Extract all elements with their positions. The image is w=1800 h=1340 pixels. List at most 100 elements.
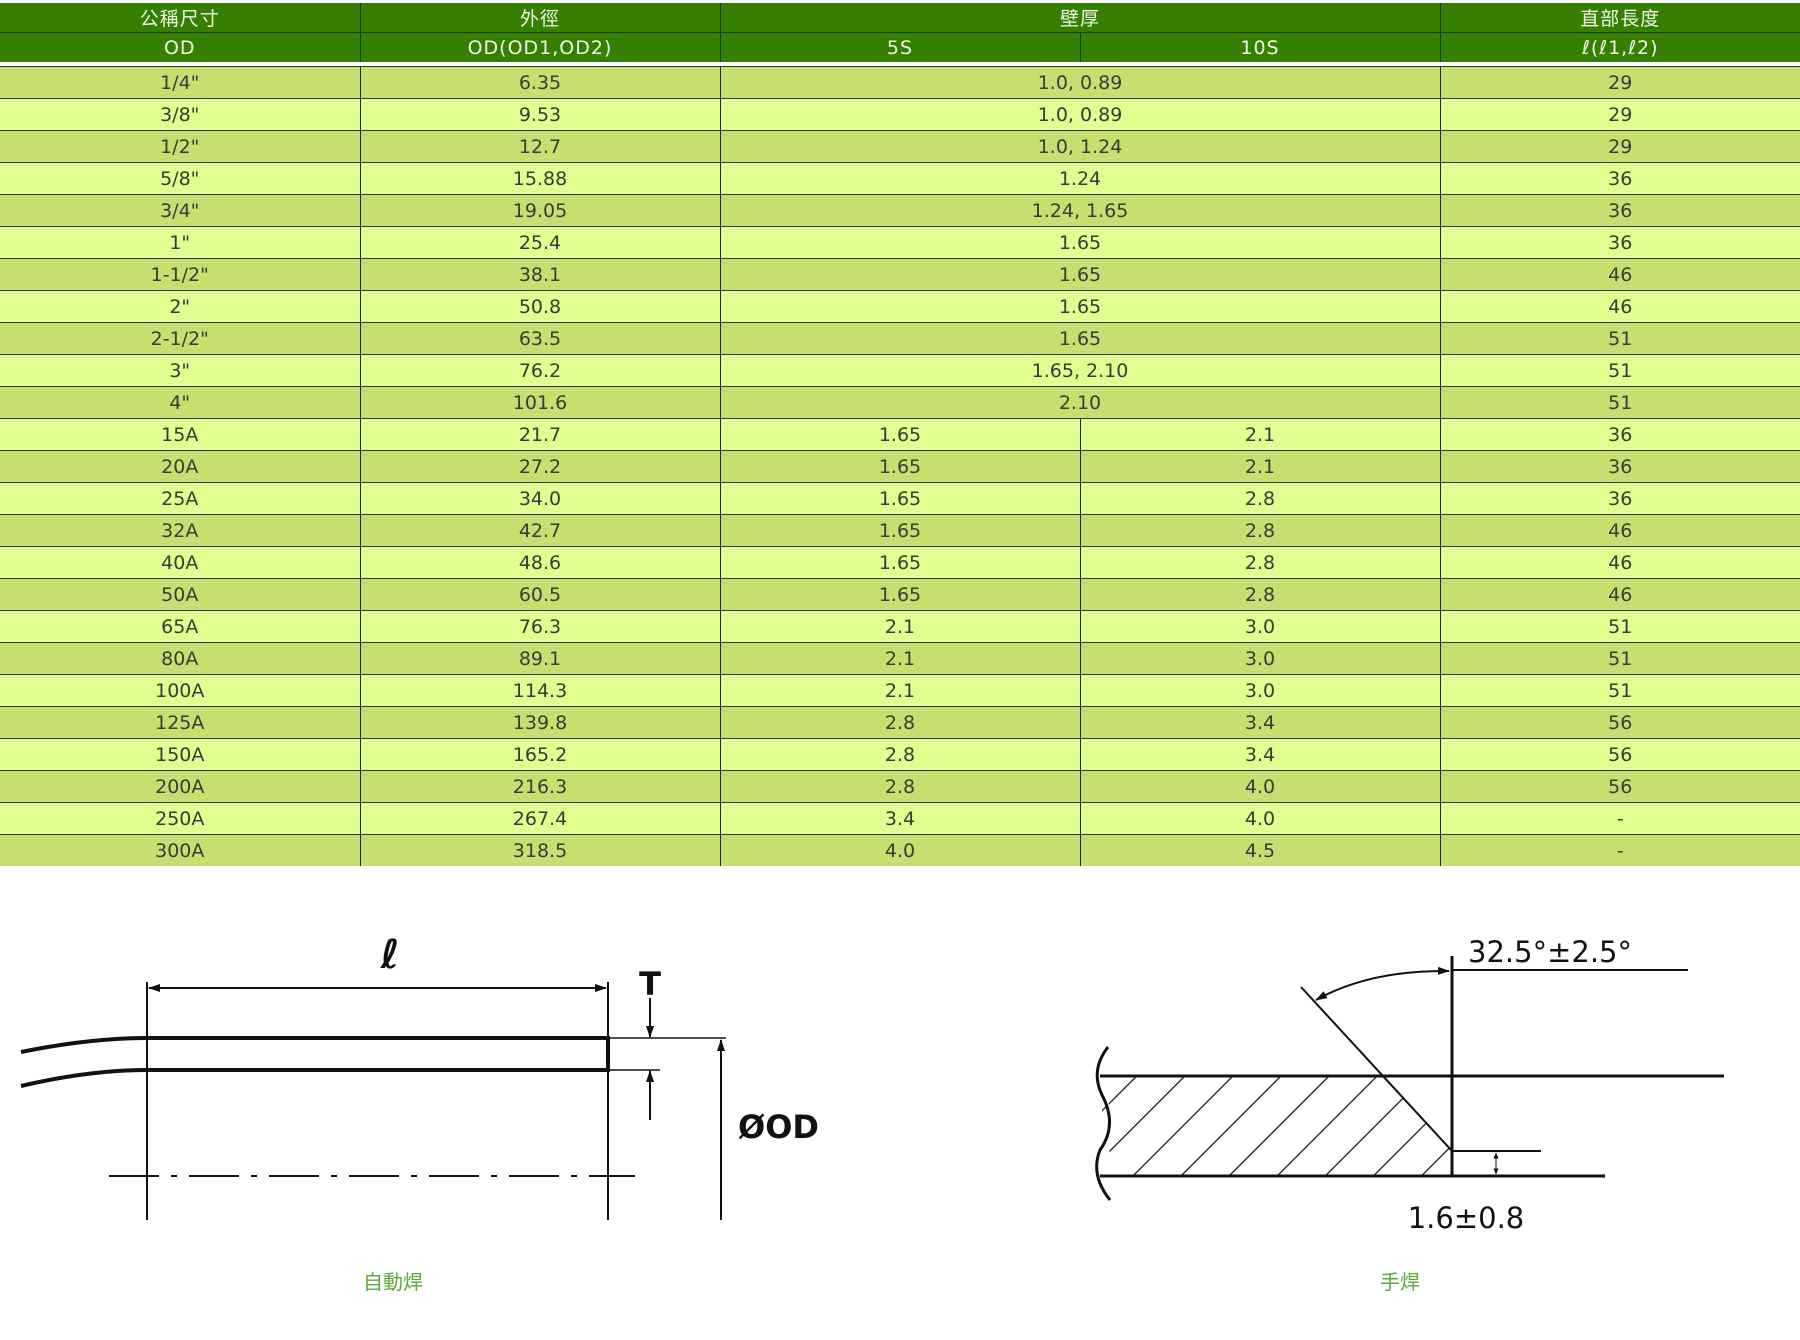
cell-straight-length: 51 xyxy=(1439,322,1800,355)
length-label: ℓ xyxy=(380,932,400,978)
pipe-dimension-table: 公稱尺寸 外徑 壁厚 直部長度 OD OD(OD1,OD2) 5S 10S ℓ(… xyxy=(0,3,1800,866)
angle-arc-arrow xyxy=(1315,966,1450,1001)
cell-nominal-size: 3/4" xyxy=(0,194,360,227)
cell-wall-thickness: 1.65 xyxy=(719,226,1441,259)
header-od: OD xyxy=(0,32,360,62)
cell-nominal-size: 1/2" xyxy=(0,130,360,163)
header-od1-od2: OD(OD1,OD2) xyxy=(359,32,720,62)
cell-nominal-size: 3/8" xyxy=(0,98,360,131)
header-5s: 5S xyxy=(719,32,1080,62)
cell-outer-diameter: 76.3 xyxy=(359,610,720,643)
cell-outer-diameter: 38.1 xyxy=(359,258,720,291)
header-row-2: OD OD(OD1,OD2) 5S 10S ℓ(ℓ1,ℓ2) xyxy=(0,32,1800,62)
cell-straight-length: 51 xyxy=(1439,610,1800,643)
cell-wall-10s: 2.8 xyxy=(1079,578,1441,611)
cell-outer-diameter: 19.05 xyxy=(359,194,720,227)
cell-wall-5s: 2.1 xyxy=(719,642,1080,675)
cell-straight-length: 29 xyxy=(1439,66,1800,99)
cell-nominal-size: 150A xyxy=(0,738,360,771)
cell-nominal-size: 32A xyxy=(0,514,360,547)
cell-wall-5s: 1.65 xyxy=(719,514,1080,547)
cell-nominal-size: 80A xyxy=(0,642,360,675)
cell-straight-length: 36 xyxy=(1439,418,1800,451)
cell-nominal-size: 5/8" xyxy=(0,162,360,195)
cell-straight-length: 56 xyxy=(1439,706,1800,739)
cell-straight-length: 46 xyxy=(1439,546,1800,579)
cell-nominal-size: 4" xyxy=(0,386,360,419)
cell-wall-5s: 2.8 xyxy=(719,706,1080,739)
cell-wall-10s: 2.8 xyxy=(1079,546,1441,579)
cell-nominal-size: 65A xyxy=(0,610,360,643)
cell-outer-diameter: 15.88 xyxy=(359,162,720,195)
cell-nominal-size: 1/4" xyxy=(0,66,360,99)
cell-nominal-size: 40A xyxy=(0,546,360,579)
cell-wall-10s: 4.0 xyxy=(1079,802,1441,835)
header-outer-diameter: 外徑 xyxy=(359,3,720,33)
pipe-outline xyxy=(20,1036,610,1088)
cell-wall-thickness: 1.24 xyxy=(719,162,1441,195)
cell-wall-5s: 2.1 xyxy=(719,674,1080,707)
cell-wall-5s: 2.8 xyxy=(719,770,1080,803)
cell-nominal-size: 250A xyxy=(0,802,360,835)
gap-cell xyxy=(0,62,1800,67)
cell-straight-length: 46 xyxy=(1439,514,1800,547)
cell-straight-length: - xyxy=(1439,834,1800,866)
cell-straight-length: 29 xyxy=(1439,98,1800,131)
auto-weld-caption: 自動焊 xyxy=(363,1270,423,1294)
cell-nominal-size: 1" xyxy=(0,226,360,259)
cell-straight-length: 36 xyxy=(1439,226,1800,259)
cell-nominal-size: 15A xyxy=(0,418,360,451)
cell-wall-10s: 3.4 xyxy=(1079,706,1441,739)
cell-straight-length: 56 xyxy=(1439,738,1800,771)
cell-wall-10s: 2.8 xyxy=(1079,514,1441,547)
cell-straight-length: 36 xyxy=(1439,162,1800,195)
angle-label: 32.5°±2.5° xyxy=(1468,935,1632,969)
thickness-label: T xyxy=(639,965,661,1003)
cell-straight-length: 46 xyxy=(1439,578,1800,611)
cell-straight-length: 29 xyxy=(1439,130,1800,163)
cell-nominal-size: 20A xyxy=(0,450,360,483)
cell-wall-10s: 2.1 xyxy=(1079,418,1441,451)
cell-outer-diameter: 76.2 xyxy=(359,354,720,387)
cell-straight-length: 51 xyxy=(1439,674,1800,707)
cell-wall-5s: 3.4 xyxy=(719,802,1080,835)
cell-wall-10s: 4.0 xyxy=(1079,770,1441,803)
cell-straight-length: 51 xyxy=(1439,354,1800,387)
cell-wall-5s: 2.8 xyxy=(719,738,1080,771)
cell-outer-diameter: 318.5 xyxy=(359,834,720,866)
cell-outer-diameter: 216.3 xyxy=(359,770,720,803)
cell-outer-diameter: 165.2 xyxy=(359,738,720,771)
cell-wall-10s: 3.4 xyxy=(1079,738,1441,771)
cell-wall-10s: 2.1 xyxy=(1079,450,1441,483)
cell-wall-5s: 1.65 xyxy=(719,578,1080,611)
cell-nominal-size: 25A xyxy=(0,482,360,515)
cell-outer-diameter: 114.3 xyxy=(359,674,720,707)
cell-wall-thickness: 1.65 xyxy=(719,258,1441,291)
cell-outer-diameter: 139.8 xyxy=(359,706,720,739)
header-wall-thickness: 壁厚 xyxy=(719,3,1441,33)
cell-straight-length: 36 xyxy=(1439,450,1800,483)
break-line xyxy=(1095,1046,1112,1201)
cell-wall-thickness: 1.0, 1.24 xyxy=(719,130,1441,163)
cell-outer-diameter: 50.8 xyxy=(359,290,720,323)
header-straight-length: 直部長度 xyxy=(1439,3,1800,33)
bevel-line xyxy=(1300,986,1453,1152)
manual-weld-drawing: 32.5°±2.5° 1.6±0.8 xyxy=(1095,935,1724,1235)
cell-nominal-size: 1-1/2" xyxy=(0,258,360,291)
cell-straight-length: 56 xyxy=(1439,770,1800,803)
cell-wall-5s: 2.1 xyxy=(719,610,1080,643)
